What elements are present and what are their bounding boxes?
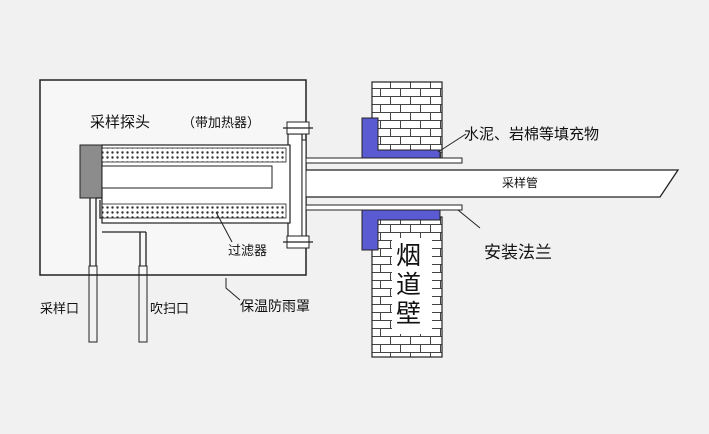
label-sample-pipe: 采样管 bbox=[502, 175, 538, 190]
flue-wall-upper bbox=[371, 81, 443, 161]
filter-leader bbox=[215, 211, 233, 243]
label-flue-wall-3: 壁 bbox=[396, 299, 421, 328]
sampling-pipe bbox=[300, 169, 680, 198]
label-flange: 安装法兰 bbox=[484, 243, 552, 263]
flange-upper bbox=[299, 157, 463, 164]
bolt-lower bbox=[283, 235, 313, 249]
label-heating: （带加热器） bbox=[182, 116, 260, 131]
label-rain-cover: 保温防雨罩 bbox=[240, 299, 310, 315]
heater-bottom bbox=[101, 203, 287, 219]
flange-connector-inner bbox=[301, 139, 307, 241]
label-flue-wall-2: 道 bbox=[396, 270, 421, 299]
probe-chamber bbox=[101, 165, 273, 189]
flange-lower bbox=[299, 204, 463, 211]
label-flue-wall-1: 烟 bbox=[396, 241, 421, 270]
label-probe: 采样探头 bbox=[90, 113, 150, 131]
probe-gray-head bbox=[79, 144, 103, 199]
bolt-upper bbox=[283, 121, 313, 135]
label-blow-port: 吹扫口 bbox=[150, 302, 189, 317]
sample-port-outside bbox=[88, 265, 98, 343]
flange-leader bbox=[457, 209, 481, 229]
heater-top bbox=[101, 147, 287, 163]
blow-port-outside bbox=[138, 265, 148, 343]
filler-leader bbox=[437, 133, 467, 153]
label-sample-port: 采样口 bbox=[40, 302, 79, 317]
blow-port-pipe bbox=[99, 200, 147, 266]
label-filter: 过滤器 bbox=[228, 244, 267, 259]
sample-port-pipe bbox=[89, 197, 102, 266]
label-filler: 水泥、岩棉等填充物 bbox=[464, 125, 599, 143]
flue-wall-text-bg bbox=[392, 238, 432, 334]
rain-cover-leader bbox=[225, 278, 241, 301]
